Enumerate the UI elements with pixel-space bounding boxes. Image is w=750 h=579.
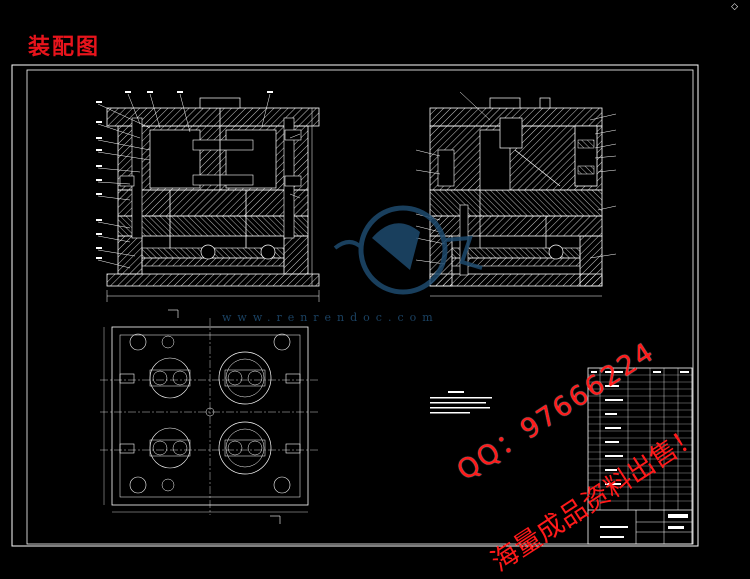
- site-logo-watermark: [333, 205, 483, 295]
- drawing-title: 装配图: [28, 35, 101, 60]
- technical-notes: [430, 391, 492, 414]
- title-block: [587, 367, 693, 545]
- front-section-view: [96, 91, 320, 302]
- corner-glyph: ◇: [731, 2, 738, 12]
- outer-border: [11, 64, 699, 547]
- plan-view: [100, 309, 320, 524]
- side-section-view: [415, 91, 617, 297]
- assembly-drawing: [11, 64, 699, 547]
- site-url-watermark: www.renrendoc.com: [222, 311, 439, 324]
- inner-border: [26, 69, 694, 545]
